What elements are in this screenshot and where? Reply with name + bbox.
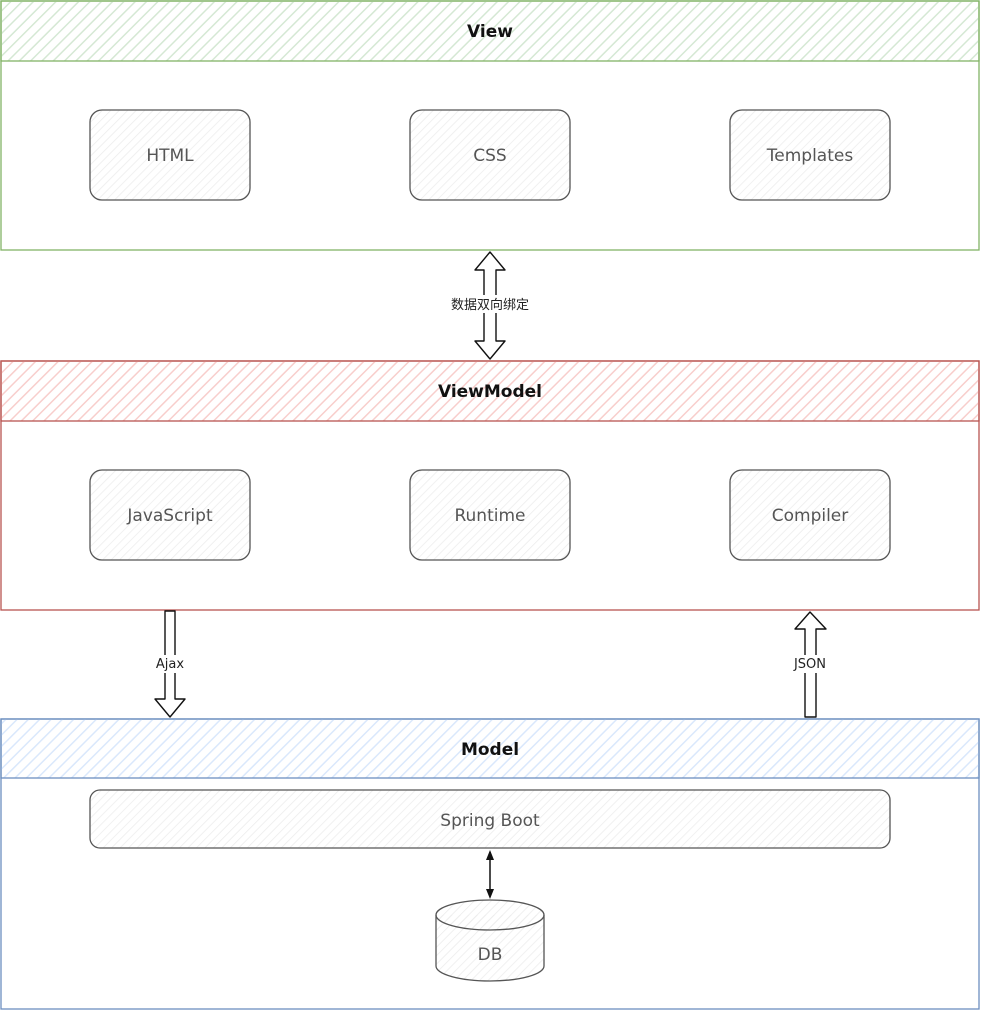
json-label: JSON: [793, 657, 826, 672]
component-runtime[interactable]: Runtime: [409, 469, 571, 561]
arrow-down-small-icon: [486, 889, 494, 899]
component-spring-boot-label: Spring Boot: [440, 811, 540, 831]
component-templates-label: Templates: [766, 146, 854, 166]
view-layer: View HTML CSS Templates: [0, 0, 980, 251]
model-layer: Model Spring Boot DB: [0, 718, 980, 1010]
component-css[interactable]: CSS: [409, 109, 571, 201]
database-cylinder[interactable]: DB: [435, 899, 545, 982]
model-title: Model: [461, 740, 519, 760]
component-html-label: HTML: [146, 146, 194, 166]
component-templates[interactable]: Templates: [729, 109, 891, 201]
viewmodel-title: ViewModel: [438, 382, 542, 402]
ajax-arrow[interactable]: Ajax: [154, 610, 186, 718]
database-label: DB: [478, 945, 503, 965]
model-header: [0, 718, 980, 779]
springboot-db-arrow[interactable]: [486, 850, 494, 899]
ajax-label: Ajax: [156, 657, 184, 672]
component-html[interactable]: HTML: [89, 109, 251, 201]
binding-arrow[interactable]: 数据双向绑定: [442, 251, 538, 360]
json-arrow[interactable]: JSON: [789, 611, 831, 718]
component-css-label: CSS: [473, 146, 506, 166]
arrow-up-small-icon: [486, 850, 494, 860]
viewmodel-layer: ViewModel JavaScript Runtime Compiler: [0, 360, 980, 611]
component-spring-boot[interactable]: Spring Boot: [89, 789, 891, 849]
component-javascript[interactable]: JavaScript: [89, 469, 251, 561]
component-compiler-label: Compiler: [772, 506, 849, 526]
view-header: [0, 0, 980, 62]
view-title: View: [467, 22, 513, 42]
component-javascript-label: JavaScript: [126, 506, 213, 526]
component-compiler[interactable]: Compiler: [729, 469, 891, 561]
component-runtime-label: Runtime: [454, 506, 525, 526]
binding-label: 数据双向绑定: [451, 297, 529, 313]
viewmodel-header: [0, 360, 980, 422]
